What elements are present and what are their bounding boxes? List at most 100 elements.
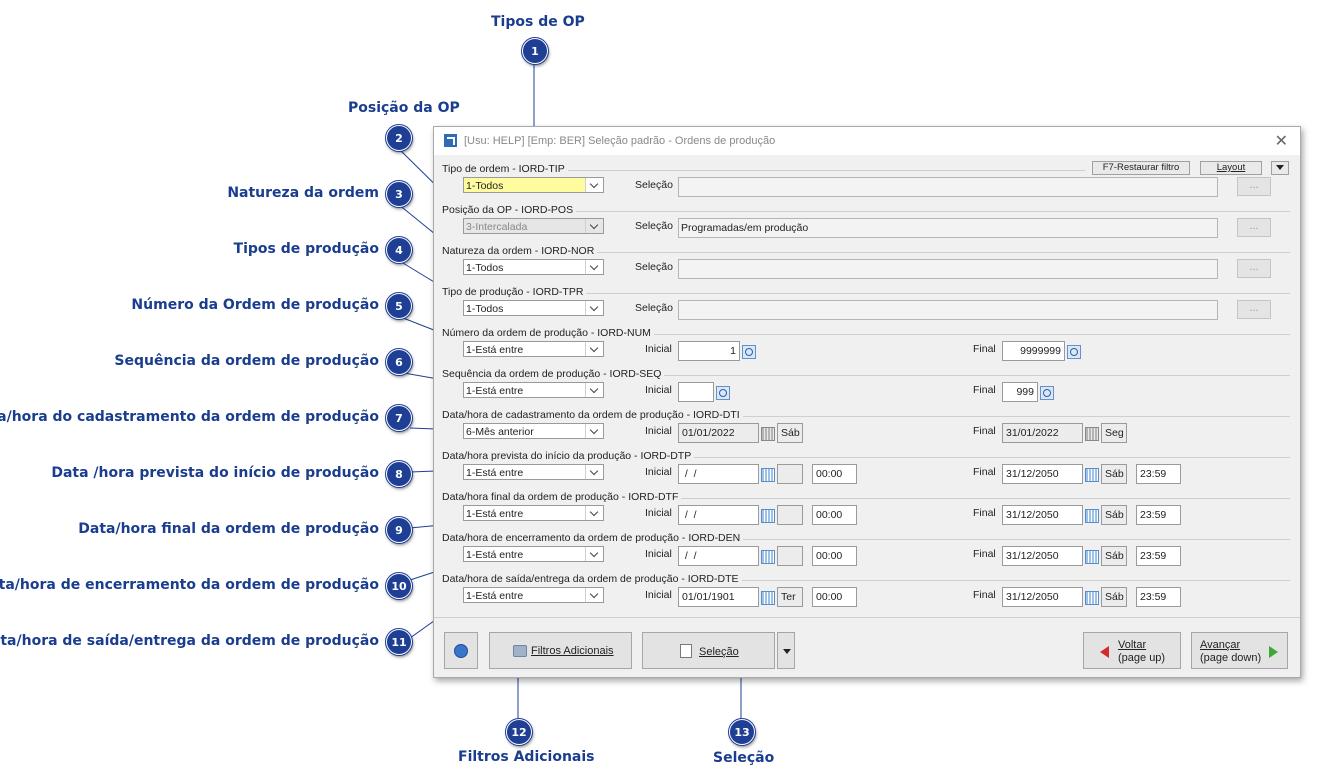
order-sequence-operator-select[interactable]: 1-Está entre [463,382,604,398]
callout-10-badge: 10 [385,572,413,600]
order-nature-select[interactable]: 1-Todos [463,259,604,275]
delivery-date-operator-select[interactable]: 1-Está entre [463,587,604,603]
divider [442,252,1290,253]
search-icon[interactable] [1040,386,1054,400]
planned-start-operator-select[interactable]: 1-Está entre [463,464,604,480]
back-button[interactable]: Voltar (page up) [1083,632,1181,669]
callout-13-badge: 13 [728,718,756,746]
selection-more-button: ... [1237,259,1271,278]
calendar-icon [761,427,775,441]
calendar-icon[interactable] [1085,509,1099,523]
section-header: Data/hora de cadastramento da ordem de p… [442,409,743,421]
planned-start-final-time[interactable]: 23:59 [1136,464,1181,484]
callout-6-label: Sequência da ordem de produção [114,353,379,369]
help-button[interactable] [444,632,478,669]
final-date-operator-select[interactable]: 1-Está entre [463,505,604,521]
order-number-operator-select[interactable]: 1-Está entre [463,341,604,357]
initial-label: Inicial [645,384,672,396]
close-icon[interactable]: ✕ [1274,133,1288,150]
registration-final-weekday: Seg [1101,423,1127,443]
selection-label: Seleção [635,302,673,314]
final-date-final-date[interactable]: 31/12/2050 [1002,505,1083,525]
chevron-down-icon [585,342,603,356]
additional-filters-button[interactable]: Filtros Adicionais [489,632,632,669]
production-type-select[interactable]: 1-Todos [463,300,604,316]
restore-filter-button[interactable]: F7-Restaurar filtro [1092,161,1190,175]
callout-5-badge: 5 [385,292,413,320]
calendar-icon[interactable] [761,509,775,523]
order-type-select[interactable]: 1-Todos [463,177,604,193]
section-order-nature: Natureza da ordem - IORD-NOR 1-Todos Sel… [442,245,1290,285]
final-label: Final [973,343,996,355]
final-label: Final [973,384,996,396]
closing-final-time[interactable]: 23:59 [1136,546,1181,566]
order-number-final-input[interactable]: 9999999 [1002,341,1065,361]
selection-button[interactable]: Seleção [642,632,775,669]
callout-6-badge: 6 [385,348,413,376]
delivery-final-time[interactable]: 23:59 [1136,587,1181,607]
delivery-initial-time[interactable]: 00:00 [812,587,857,607]
section-order-number: Número da ordem de produção - IORD-NUM 1… [442,327,1290,367]
chevron-down-icon [585,547,603,561]
final-date-initial-time[interactable]: 00:00 [812,505,857,525]
section-registration-date: Data/hora de cadastramento da ordem de p… [442,409,1290,449]
closing-initial-time[interactable]: 00:00 [812,546,857,566]
calendar-icon[interactable] [761,591,775,605]
calendar-icon[interactable] [761,550,775,564]
divider [562,170,1085,171]
search-icon[interactable] [742,345,756,359]
callout-8-label: Data /hora prevista do início de produçã… [51,465,379,481]
selection-dialog: [Usu: HELP] [Emp: BER] Seleção padrão - … [433,126,1301,678]
closing-initial-weekday [777,546,803,566]
callout-7-label: Data/hora do cadastramento da ordem de p… [0,409,379,425]
layout-button[interactable]: Layout [1200,161,1262,175]
select-value: 1-Está entre [466,385,524,397]
callout-3-label: Natureza da ordem [227,185,379,201]
chevron-down-icon [585,424,603,438]
final-date-initial-date[interactable]: / / [678,505,759,525]
order-sequence-initial-input[interactable] [678,382,714,402]
closing-final-date[interactable]: 31/12/2050 [1002,546,1083,566]
planned-start-final-date[interactable]: 31/12/2050 [1002,464,1083,484]
selection-more-button[interactable]: ... [1237,218,1271,237]
selection-label: Seleção [635,261,673,273]
planned-start-initial-weekday [777,464,803,484]
delivery-final-date[interactable]: 31/12/2050 [1002,587,1083,607]
select-value: 1-Está entre [466,549,524,561]
chevron-down-icon [585,588,603,602]
section-header: Tipo de ordem - IORD-TIP [442,163,568,175]
planned-start-initial-date[interactable]: / / [678,464,759,484]
closing-final-weekday: Sáb [1101,546,1127,566]
order-number-initial-input[interactable]: 1 [678,341,740,361]
forward-button[interactable]: Avançar (page down) [1191,632,1288,669]
funnel-icon [513,645,527,657]
search-icon[interactable] [1067,345,1081,359]
callout-10-label: Data/hora de encerramento da ordem de pr… [0,577,379,593]
final-date-final-weekday: Sáb [1101,505,1127,525]
registration-final-date: 31/01/2022 [1002,423,1083,443]
calendar-icon[interactable] [761,468,775,482]
planned-start-initial-time[interactable]: 00:00 [812,464,857,484]
closing-date-operator-select[interactable]: 1-Está entre [463,546,604,562]
final-date-final-time[interactable]: 23:59 [1136,505,1181,525]
closing-initial-date[interactable]: / / [678,546,759,566]
select-value: 1-Está entre [466,344,524,356]
selection-field [678,259,1218,279]
order-sequence-final-input[interactable]: 999 [1002,382,1038,402]
section-final-date: Data/hora final da ordem de produção - I… [442,491,1290,531]
registration-date-operator-select[interactable]: 6-Mês anterior [463,423,604,439]
callout-13-label: Seleção [713,750,775,766]
initial-label: Inicial [645,548,672,560]
search-icon[interactable] [716,386,730,400]
delivery-initial-date[interactable]: 01/01/1901 [678,587,759,607]
calendar-icon[interactable] [1085,591,1099,605]
selection-dropdown-button[interactable] [777,632,795,669]
chevron-down-icon [585,260,603,274]
calendar-icon[interactable] [1085,468,1099,482]
section-planned-start-date: Data/hora prevista do início da produção… [442,450,1290,490]
section-op-position: Posição da OP - IORD-POS 3-Intercalada S… [442,204,1290,244]
divider [442,293,1290,294]
select-value: 1-Está entre [466,590,524,602]
calendar-icon[interactable] [1085,550,1099,564]
layout-dropdown-button[interactable] [1271,161,1289,175]
